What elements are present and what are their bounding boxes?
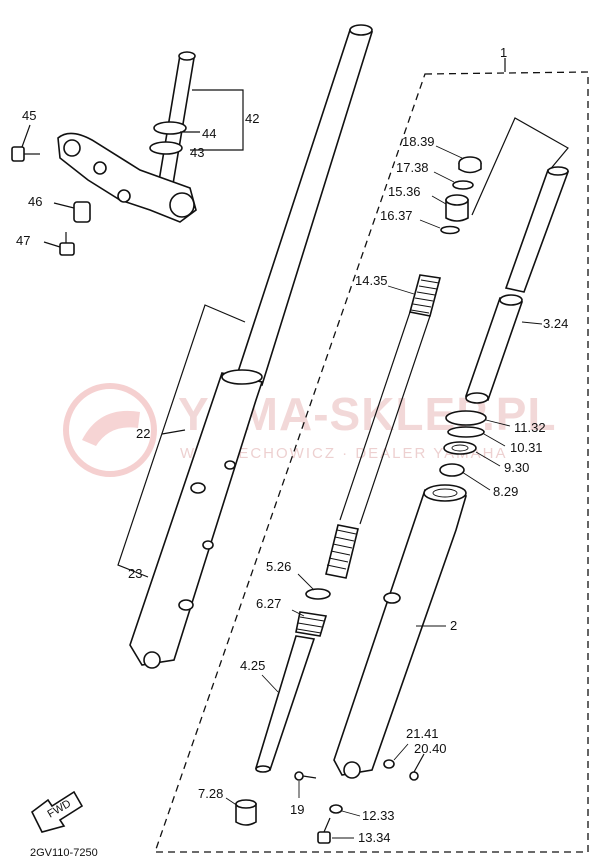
ring-5 bbox=[305, 588, 331, 600]
footer-code: 2GV110-7250 bbox=[30, 847, 98, 858]
leader-7 bbox=[225, 797, 239, 807]
damper-rod-4 bbox=[254, 635, 316, 773]
fork-assembly-boundary bbox=[154, 71, 589, 853]
washer-21 bbox=[383, 759, 395, 769]
bracket-3 bbox=[471, 117, 569, 216]
bracket-22-23 bbox=[117, 304, 246, 578]
label-12-33: 12.33 bbox=[362, 808, 395, 823]
label-6-27: 6.27 bbox=[256, 596, 281, 611]
leader-17 bbox=[433, 171, 455, 183]
label-42: 42 bbox=[245, 111, 259, 126]
label-22: 22 bbox=[136, 426, 150, 441]
leader-18 bbox=[435, 145, 463, 159]
bleed-screw-19 bbox=[294, 771, 317, 798]
label-9-30: 9.30 bbox=[504, 460, 529, 475]
label-44: 44 bbox=[202, 126, 216, 141]
outer-tube-2 bbox=[333, 484, 468, 779]
label-4-25: 4.25 bbox=[240, 658, 265, 673]
oring-17 bbox=[452, 180, 474, 190]
leader-16 bbox=[419, 219, 441, 229]
cap-bolt-18 bbox=[458, 156, 482, 174]
tube-upper bbox=[504, 166, 570, 293]
seal-9 bbox=[443, 441, 477, 455]
label-2: 2 bbox=[450, 618, 457, 633]
label-46: 46 bbox=[28, 194, 42, 209]
washer-8 bbox=[439, 463, 465, 477]
label-10-31: 10.31 bbox=[510, 440, 543, 455]
leader-12 bbox=[341, 810, 361, 817]
outer-slider-left bbox=[129, 369, 264, 669]
tube-3 bbox=[464, 294, 524, 404]
label-45: 45 bbox=[22, 108, 36, 123]
label-7-28: 7.28 bbox=[198, 786, 223, 801]
label-47: 47 bbox=[16, 233, 30, 248]
watermark-logo-icon bbox=[63, 383, 157, 477]
label-8-29: 8.29 bbox=[493, 484, 518, 499]
label-17-38: 17.38 bbox=[396, 160, 429, 175]
label-5-26: 5.26 bbox=[266, 559, 291, 574]
leader-10 bbox=[483, 433, 506, 447]
label-14-35: 14.35 bbox=[355, 273, 388, 288]
leader-3 bbox=[521, 321, 543, 325]
leader-21 bbox=[393, 743, 409, 761]
washer-16 bbox=[440, 225, 460, 235]
washer-12 bbox=[329, 804, 343, 814]
bolt-45 bbox=[11, 124, 40, 162]
seal-11 bbox=[445, 410, 487, 426]
inner-tube bbox=[234, 24, 374, 386]
leader-6 bbox=[291, 609, 305, 617]
label-43: 43 bbox=[190, 145, 204, 160]
clip-10 bbox=[447, 426, 485, 438]
label-13-34: 13.34 bbox=[358, 830, 391, 845]
fork-spring bbox=[325, 274, 442, 579]
fwd-arrow-icon: FWD bbox=[30, 790, 84, 833]
leader-9 bbox=[475, 451, 501, 467]
part-labels: 1 2 3.24 4.25 5.26 6.27 7.28 8.29 9.30 1… bbox=[16, 45, 568, 845]
spacer-15 bbox=[445, 194, 469, 222]
label-18-39: 18.39 bbox=[402, 134, 435, 149]
bolt-13 bbox=[317, 817, 354, 844]
leader-5 bbox=[297, 573, 315, 591]
label-20-40: 20.40 bbox=[414, 741, 447, 756]
label-16-37: 16.37 bbox=[380, 208, 413, 223]
label-23: 23 bbox=[128, 566, 142, 581]
label-19: 19 bbox=[290, 802, 304, 817]
steering-stem bbox=[57, 51, 197, 223]
label-11-32: 11.32 bbox=[514, 420, 546, 435]
leader-14 bbox=[387, 285, 415, 295]
leader-8 bbox=[461, 471, 491, 491]
leader-22 bbox=[161, 429, 186, 435]
guide-7 bbox=[235, 799, 257, 826]
clamp-46 bbox=[53, 201, 91, 223]
bolt-47 bbox=[43, 232, 75, 256]
watermark-subtext: WOJCIECHOWICZ · DEALER YAMAHA bbox=[180, 445, 507, 462]
label-3-24: 3.24 bbox=[543, 316, 568, 331]
leader-11 bbox=[485, 419, 511, 427]
screw-20 bbox=[409, 753, 425, 781]
label-1: 1 bbox=[500, 45, 507, 60]
leader-15 bbox=[431, 195, 447, 205]
leader-4 bbox=[261, 674, 279, 693]
rebound-spring-6 bbox=[295, 611, 328, 637]
watermark-logo-mark bbox=[82, 410, 140, 446]
label-21-41: 21.41 bbox=[406, 726, 439, 741]
bracket-42 bbox=[190, 89, 244, 151]
label-15-36: 15.36 bbox=[388, 184, 421, 199]
